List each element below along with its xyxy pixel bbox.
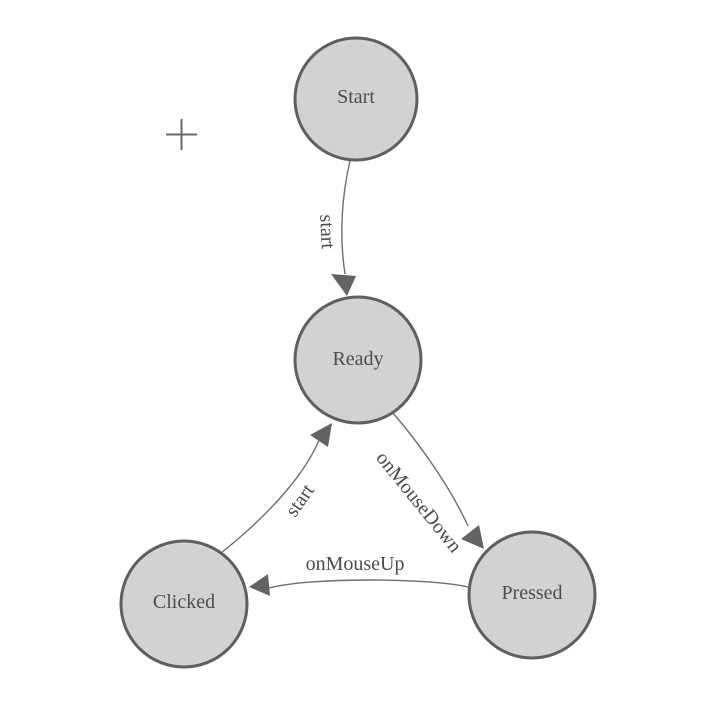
edge-pressed-to-clicked-label: onMouseUp xyxy=(306,553,405,575)
edge-start-to-ready[interactable]: start xyxy=(315,160,356,296)
node-clicked[interactable]: Clicked xyxy=(119,539,249,669)
node-ready-label: Ready xyxy=(332,348,383,370)
edge-pressed-to-clicked[interactable]: onMouseUp xyxy=(249,553,469,596)
edge-ready-to-pressed-label: onMouseDown xyxy=(371,447,466,557)
node-pressed[interactable]: Pressed xyxy=(467,530,597,660)
edge-pressed-to-clicked-path[interactable] xyxy=(268,579,469,589)
crosshair-cursor-icon xyxy=(166,119,197,150)
node-start-circle[interactable] xyxy=(293,36,419,162)
edge-start-to-ready-arrowhead-icon xyxy=(331,274,356,296)
node-start[interactable]: Start xyxy=(293,36,419,162)
edge-clicked-to-ready-arrowhead-icon xyxy=(310,423,332,447)
edge-clicked-to-ready-label: start xyxy=(281,480,319,521)
edge-ready-to-pressed-arrowhead-icon xyxy=(461,525,484,549)
node-start-label: Start xyxy=(337,86,375,108)
edge-start-to-ready-label: start xyxy=(315,214,339,250)
node-pressed-label: Pressed xyxy=(501,582,562,604)
node-ready[interactable]: Ready xyxy=(293,295,423,425)
edge-clicked-to-ready[interactable]: start xyxy=(220,423,332,554)
node-clicked-label: Clicked xyxy=(153,591,215,613)
edge-clicked-to-ready-path[interactable] xyxy=(220,437,321,554)
edge-ready-to-pressed[interactable]: onMouseDown xyxy=(371,412,484,557)
node-clicked-circle[interactable] xyxy=(119,539,249,669)
node-ready-circle[interactable] xyxy=(293,295,423,425)
node-pressed-circle[interactable] xyxy=(467,530,597,660)
edge-start-to-ready-path[interactable] xyxy=(341,160,351,275)
edge-pressed-to-clicked-arrowhead-icon xyxy=(249,574,270,596)
edge-ready-to-pressed-path[interactable] xyxy=(392,412,469,527)
